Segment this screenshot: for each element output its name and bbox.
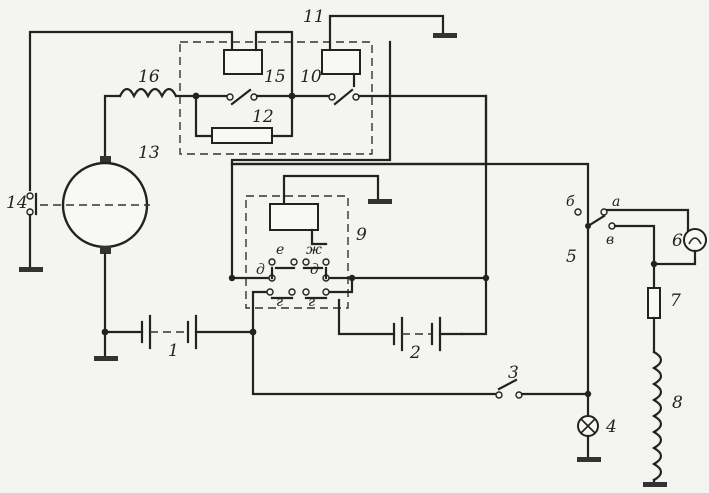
switch-3-contact	[497, 378, 518, 391]
letter-e: е	[276, 242, 284, 258]
ground-symbol	[94, 356, 118, 361]
resistor-7	[647, 287, 661, 319]
ground-symbol	[643, 482, 667, 487]
ground-symbol	[577, 457, 601, 462]
relay-block-enclosure	[179, 41, 373, 155]
ground-symbol	[433, 33, 457, 38]
wire	[328, 14, 445, 52]
label-8: 8	[672, 393, 683, 413]
wire	[328, 276, 354, 294]
label-9: 9	[356, 225, 367, 245]
wire	[251, 290, 268, 334]
letter-zh: ж	[306, 242, 322, 258]
letter-d2: д	[310, 262, 319, 278]
label-16: 16	[138, 67, 160, 87]
lamp-4-cross	[580, 418, 596, 434]
label-3: 3	[508, 363, 519, 383]
label-11: 11	[303, 7, 325, 27]
wire	[357, 94, 488, 336]
letter-a: а	[612, 194, 620, 210]
switch-block-9-enclosure	[245, 195, 349, 309]
inductor-16	[118, 87, 178, 99]
battery-2-cell	[392, 316, 404, 352]
inductor-8	[651, 350, 663, 482]
wire	[28, 30, 234, 192]
wire	[310, 228, 328, 246]
wire	[652, 249, 697, 266]
relay-coil-15	[223, 49, 263, 75]
wire	[282, 174, 380, 212]
label-13: 13	[138, 143, 160, 163]
letter-b: б	[566, 194, 575, 210]
letter-g1: г	[276, 294, 283, 310]
label-12: 12	[252, 107, 274, 127]
label-4: 4	[605, 417, 617, 437]
label-10: 10	[300, 67, 322, 87]
relay-coil-9	[269, 203, 319, 231]
wire	[230, 162, 590, 212]
wire	[613, 224, 656, 268]
wire	[251, 330, 498, 396]
switch-15-contact	[230, 88, 252, 106]
wire	[230, 40, 392, 280]
lamp-6	[683, 228, 707, 252]
wire	[194, 94, 214, 138]
generator-brush-bottom	[100, 246, 111, 254]
label-6: 6	[672, 231, 683, 251]
label-1: 1	[168, 341, 179, 361]
lamp-6-filament	[688, 237, 702, 245]
ground-symbol	[368, 199, 392, 204]
battery-1-cell	[186, 314, 198, 350]
relay-coil-10	[321, 49, 361, 75]
letter-v: в	[606, 232, 614, 248]
wire	[254, 30, 294, 97]
label-14: 14	[6, 193, 28, 213]
wire	[337, 298, 396, 336]
resistor-12	[211, 127, 273, 144]
label-15: 15	[264, 67, 286, 87]
wire	[270, 94, 294, 138]
switch-10-contact	[333, 88, 354, 106]
label-7: 7	[670, 291, 681, 311]
generator-brush-top	[100, 156, 111, 164]
wire	[103, 94, 122, 162]
battery-2-cell	[430, 316, 442, 352]
wire	[605, 208, 690, 238]
letter-d1: д	[256, 262, 265, 278]
ground-symbol	[19, 267, 43, 272]
wire	[270, 266, 328, 280]
letter-g2: г	[308, 294, 315, 310]
label-2: 2	[409, 343, 421, 363]
battery-1-cell	[140, 314, 152, 350]
label-5: 5	[566, 247, 577, 267]
